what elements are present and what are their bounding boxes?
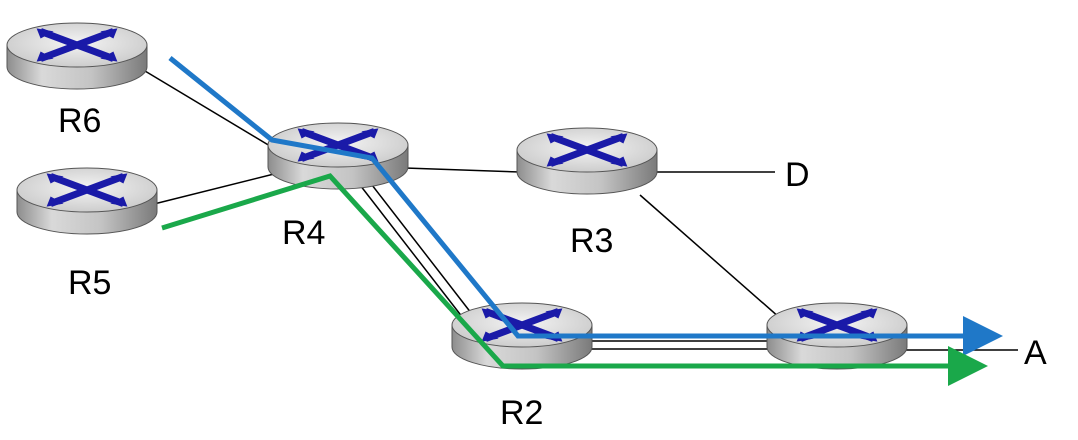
router-r5 — [16, 167, 158, 235]
router-label-r4: R4 — [282, 214, 325, 252]
link-r4-r2-a — [371, 184, 476, 319]
blue-path — [168, 56, 1003, 356]
link-r5-r4 — [149, 171, 283, 206]
routers — [6, 22, 908, 370]
endpoint-label-d: D — [785, 156, 810, 194]
links — [139, 67, 1018, 351]
router-r3 — [516, 127, 658, 195]
link-r6-r4 — [139, 67, 291, 159]
router-label-r2: R2 — [500, 394, 543, 432]
router-label-r5: R5 — [68, 264, 111, 302]
link-r4-r3 — [404, 167, 521, 173]
link-r3-r1 — [639, 194, 781, 319]
router-r6 — [6, 22, 148, 90]
router-label-r3: R3 — [570, 222, 613, 260]
endpoint-label-a: A — [1024, 334, 1047, 372]
router-label-r6: R6 — [58, 102, 101, 140]
link-r4-r2-b — [359, 184, 464, 319]
green-path — [161, 173, 988, 386]
